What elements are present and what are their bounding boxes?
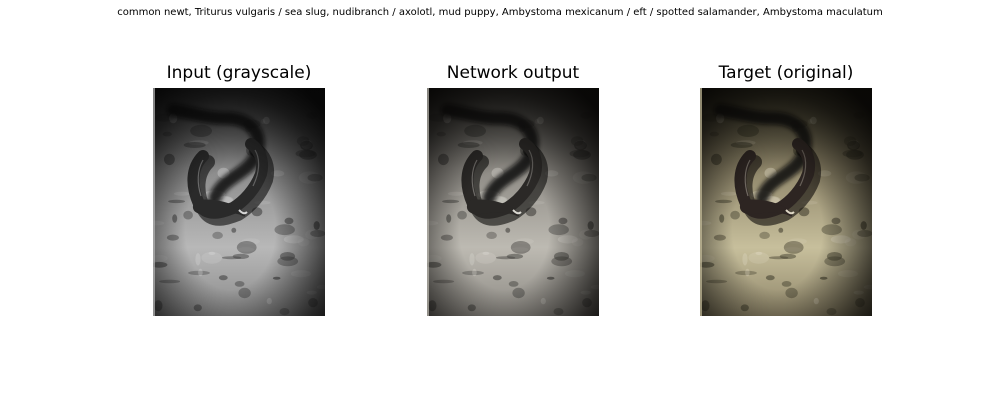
panel-title: Input (grayscale) xyxy=(166,63,312,83)
panel-network-output: Network output xyxy=(383,62,643,322)
vignette xyxy=(700,88,872,316)
photo-svg xyxy=(427,88,599,316)
suptitle: common newt, Triturus vulgaris / sea slu… xyxy=(117,7,883,18)
vignette xyxy=(427,88,599,316)
vignette xyxy=(153,88,325,316)
panel-title: Target (original) xyxy=(718,63,854,83)
panel-input: Input (grayscale) xyxy=(109,62,369,322)
panel-target: Target (original) xyxy=(656,62,916,322)
photo-svg xyxy=(700,88,872,316)
input-image xyxy=(153,88,325,316)
target-image xyxy=(700,88,872,316)
panel-title: Network output xyxy=(446,63,580,83)
photo-svg xyxy=(153,88,325,316)
network-output-image xyxy=(427,88,599,316)
